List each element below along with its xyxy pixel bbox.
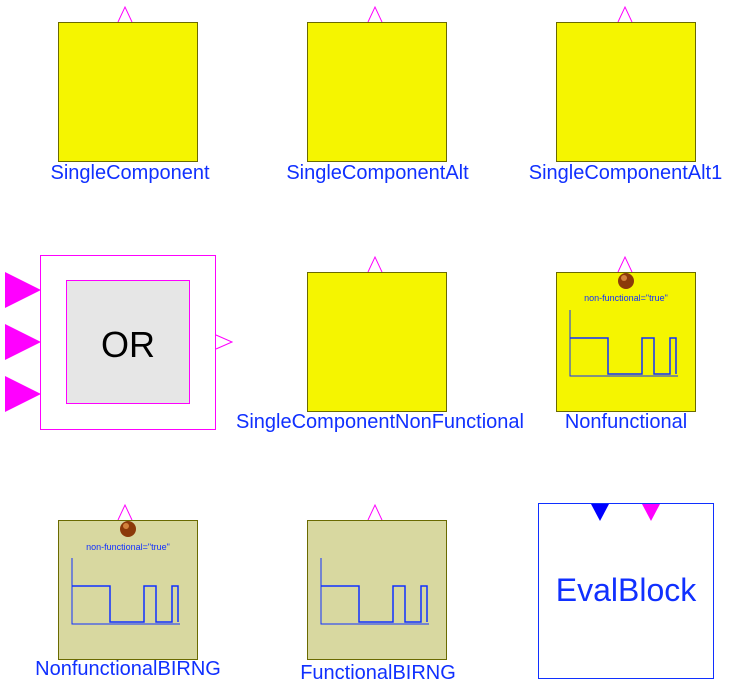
component-label: FunctionalBIRNG: [300, 662, 456, 684]
input-connector-icon[interactable]: [367, 503, 383, 521]
component-block: [307, 520, 447, 660]
or-text: OR: [101, 324, 155, 365]
input-connector-icon[interactable]: [5, 376, 41, 412]
input-connector-icon[interactable]: [117, 503, 133, 521]
nonfunctional[interactable]: non-functional="true" Nonfunctional: [540, 250, 720, 440]
component-block: [307, 22, 447, 162]
input-connector-icon[interactable]: [5, 272, 41, 308]
input-connector-icon[interactable]: [117, 5, 133, 23]
component-label: SingleComponentAlt1: [528, 162, 723, 184]
component-label: NonfunctionalBIRNG: [35, 658, 221, 680]
input-connector-icon[interactable]: [367, 255, 383, 273]
eval-block-text: EvalBlock: [555, 572, 697, 608]
input-connector-icon[interactable]: [5, 324, 41, 360]
component-label: SingleComponentNonFunctional: [236, 411, 524, 433]
status-led-icon: [618, 273, 634, 289]
component-block: [58, 22, 198, 162]
input-connector-icon[interactable]: [367, 5, 383, 23]
signal-waveform-icon: [569, 310, 678, 377]
input-connector-icon[interactable]: [617, 255, 633, 273]
eval-block[interactable]: EvalBlock: [538, 500, 718, 685]
component-block: [556, 272, 696, 412]
nonfunctional-annotation: non-functional="true": [86, 542, 170, 552]
component-block: [307, 272, 447, 412]
input-connector-icon[interactable]: [617, 5, 633, 23]
functional-birng[interactable]: FunctionalBIRNG: [290, 500, 470, 689]
or-inner-block: [66, 280, 190, 404]
signal-waveform-icon: [71, 558, 180, 625]
single-component-alt[interactable]: SingleComponentAlt: [286, 0, 470, 190]
signal-waveform-icon: [320, 558, 429, 625]
component-block: [58, 520, 198, 660]
nonfunctional-birng[interactable]: non-functional="true" NonfunctionalBIRNG: [35, 500, 221, 689]
input-connector-icon[interactable]: [591, 504, 609, 522]
or-gate[interactable]: OR: [0, 250, 240, 435]
eval-block-frame: [538, 503, 714, 679]
output-connector-icon[interactable]: [215, 334, 233, 350]
nonfunctional-annotation: non-functional="true": [584, 293, 668, 303]
single-component[interactable]: SingleComponent: [40, 0, 220, 190]
single-component-alt1[interactable]: SingleComponentAlt1: [529, 0, 722, 190]
component-block: [556, 22, 696, 162]
input-connector-icon[interactable]: [642, 504, 660, 522]
component-label: SingleComponent: [50, 162, 210, 184]
single-component-nonfunctional[interactable]: SingleComponentNonFunctional: [236, 250, 524, 440]
component-label: Nonfunctional: [564, 411, 688, 433]
status-led-icon: [120, 521, 136, 537]
component-label: SingleComponentAlt: [286, 162, 469, 184]
